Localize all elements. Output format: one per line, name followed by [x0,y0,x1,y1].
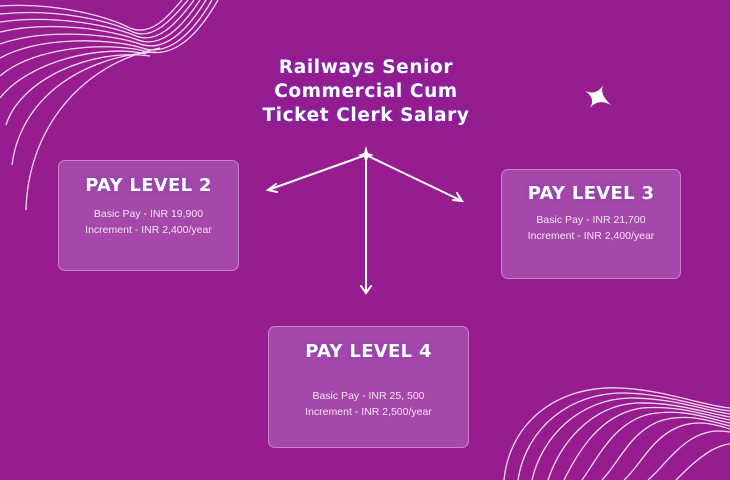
basic-pay-text: Basic Pay - INR 21,700 [536,214,646,226]
basic-pay-text: Basic Pay - INR 19,900 [93,208,204,220]
connector-arrows [265,154,464,295]
title-line-1: Railways Senior [278,57,454,78]
origin-sparkle-icon [358,146,374,164]
card-heading: PAY LEVEL 2 [85,175,212,196]
wave-lines-bottom-right [503,387,730,480]
sparkle-icon [585,84,611,108]
increment-text: Increment - INR 2,500/year [305,406,432,418]
card-heading: PAY LEVEL 3 [527,183,655,204]
basic-pay-text: Basic Pay - INR 25, 500 [312,390,425,402]
pay-level-3-card: PAY LEVEL 3 Basic Pay - INR 21,700 Incre… [501,169,681,279]
increment-text: Increment - INR 2,400/year [85,224,212,236]
arrow-right-icon [365,154,463,202]
card-heading: PAY LEVEL 4 [305,341,432,362]
diagram-title: Railways Senior Commercial Cum Ticket Cl… [230,56,502,128]
arrow-left-icon [267,154,367,191]
pay-level-2-card: PAY LEVEL 2 Basic Pay - INR 19,900 Incre… [58,160,239,271]
increment-text: Increment - INR 2,400/year [527,230,655,242]
pay-level-4-card: PAY LEVEL 4 Basic Pay - INR 25, 500 Incr… [268,326,469,448]
title-line-2: Commercial Cum [274,81,458,102]
title-line-3: Ticket Clerk Salary [262,105,470,126]
